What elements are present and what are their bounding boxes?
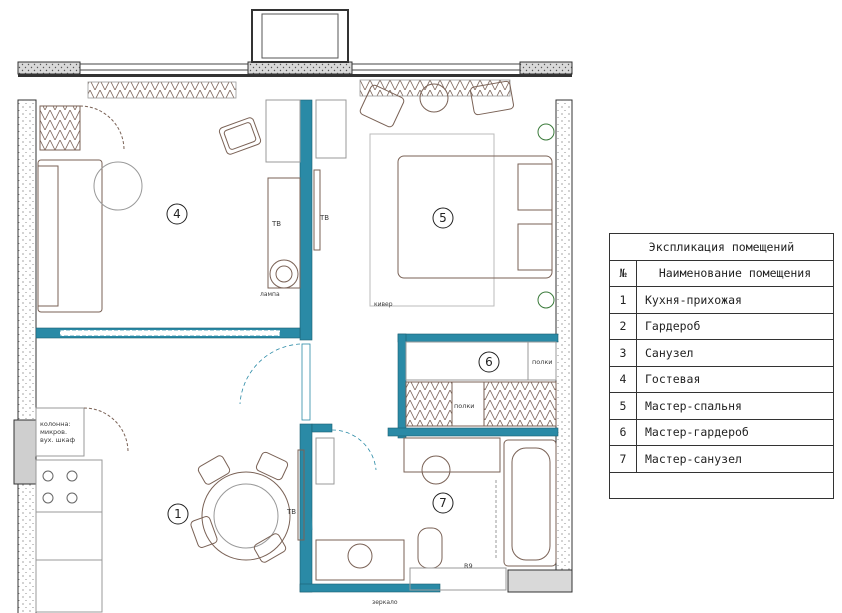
radius-label: R9 — [464, 562, 473, 570]
room-number-7: 7 — [432, 492, 454, 514]
shelves-label: полки — [454, 402, 475, 410]
svg-text:4: 4 — [173, 207, 181, 221]
shelves-label: полки — [532, 358, 553, 366]
legend-header-name: Наименование помещения — [636, 259, 834, 287]
room-legend-table: Экспликация помещений № Наименование пом… — [609, 233, 834, 499]
column-label: микров. — [40, 428, 67, 436]
room-number-6: 6 — [478, 351, 500, 373]
svg-text:5: 5 — [439, 211, 447, 225]
legend-header-num: № — [609, 259, 637, 287]
kiver-label: кивер — [374, 301, 393, 308]
exterior-walls — [13, 9, 573, 613]
room-4-furniture — [37, 99, 301, 313]
legend-row-empty — [609, 471, 834, 499]
plan-labels: ТВ ТВ ТВ лампа кивер полки полки колонна… — [40, 214, 553, 606]
mirror-label: зеркало — [372, 599, 398, 606]
tv-label: ТВ — [271, 220, 281, 228]
door-openings — [59, 329, 377, 531]
column-label: колонна: — [40, 420, 71, 428]
interior-partitions — [35, 99, 559, 593]
room-7-furniture — [315, 437, 557, 591]
svg-text:7: 7 — [439, 496, 447, 510]
floor-plan: 4 5 6 7 1 ТВ ТВ ТВ лампа кивер полки пол… — [13, 9, 573, 613]
room-number-1: 1 — [167, 503, 189, 525]
room-number-5: 5 — [432, 207, 454, 229]
tv-label: ТВ — [286, 508, 296, 516]
room-6-furniture — [405, 341, 557, 427]
room-number-4: 4 — [166, 203, 188, 225]
lamp-label: лампа — [260, 291, 280, 298]
column-label: вух. шкаф — [40, 436, 76, 444]
svg-text:1: 1 — [174, 507, 182, 521]
legend-title: Экспликация помещений — [609, 233, 834, 261]
room-5-furniture — [313, 80, 555, 309]
svg-text:6: 6 — [485, 355, 493, 369]
room-1-furniture — [35, 407, 305, 613]
tv-label: ТВ — [319, 214, 329, 222]
